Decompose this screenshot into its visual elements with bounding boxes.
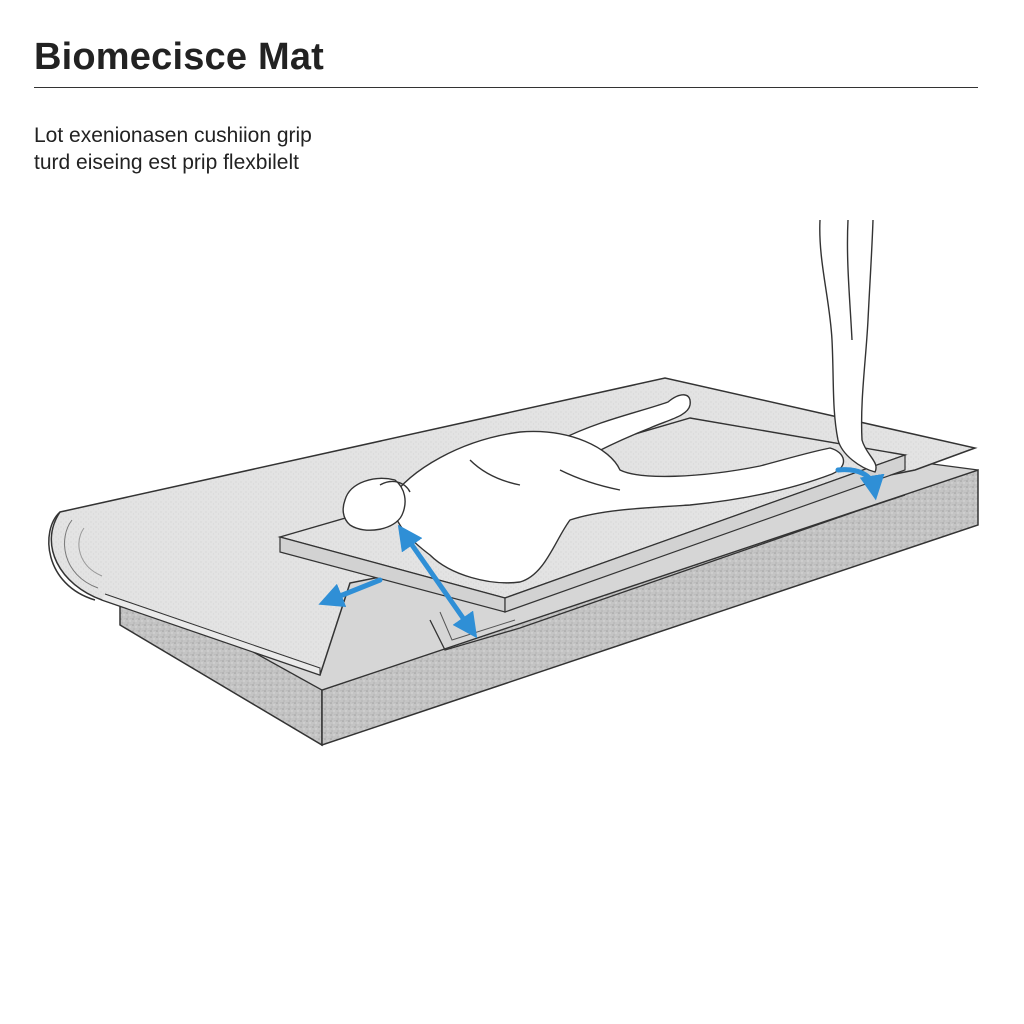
arrow-icon-right [835,467,885,501]
title-divider [34,87,978,88]
reclining-figure [342,219,877,584]
page-title: Biomecisce Mat [34,36,325,78]
page-subtitle: Lot exenionasen cushiion grip turd eisei… [34,122,312,176]
subtitle-line-2: turd eiseing est prip flexbilelt [34,151,299,174]
stretch-arrows [318,467,885,639]
subtitle-line-1: Lot exenionasen cushiion grip [34,124,312,147]
arrow-icon-left [318,577,383,607]
arrow-icon-diagonal [397,524,478,639]
